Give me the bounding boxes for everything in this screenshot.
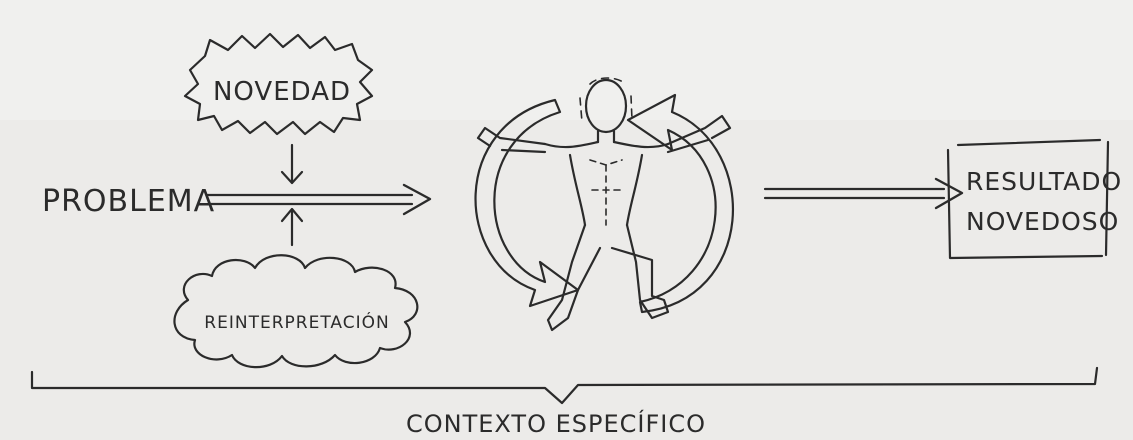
cloud-shape [173, 254, 419, 369]
result-box [946, 138, 1110, 260]
context-bracket: CONTEXTO ESPECÍFICO [30, 366, 1099, 438]
cycle-arrows [474, 93, 734, 314]
figure-head-sketch [579, 77, 633, 123]
context-label: CONTEXTO ESPECÍFICO [406, 409, 706, 438]
context-brace [30, 366, 1099, 405]
figure-neck [596, 129, 616, 144]
result-node: RESULTADO NOVEDOSO [946, 138, 1122, 260]
figure-right-arm [666, 114, 732, 154]
figure-right-leg [610, 223, 670, 320]
figure-torso [568, 153, 644, 227]
paper-highlight [0, 0, 1133, 120]
novelty-label: NOVEDAD [213, 77, 351, 107]
arrow-head [402, 183, 432, 216]
novelty-arrow [280, 143, 304, 185]
reinterpretation-arrow [280, 207, 304, 247]
novelty-arrow-head [280, 170, 304, 185]
figure-head [584, 78, 628, 134]
figure-to-result-arrow [763, 177, 964, 210]
cycle-arc-left [474, 98, 580, 308]
result-label-line2: NOVEDOSO [966, 207, 1119, 236]
figure-left-leg [546, 223, 602, 332]
problem-to-figure-arrow [206, 183, 432, 216]
novelty-node: NOVEDAD [183, 32, 374, 136]
figure-torso-sketch [589, 159, 623, 226]
arrow-head [934, 177, 964, 210]
reinterpretation-label: REINTERPRETACIÓN [204, 311, 389, 333]
result-label-line1: RESULTADO [966, 167, 1122, 196]
starburst-shape [183, 32, 374, 136]
reinterpretation-node: REINTERPRETACIÓN [173, 254, 419, 369]
reinterpretation-arrow-head [280, 207, 304, 223]
problem-label: PROBLEMA [42, 184, 215, 219]
cycle-arc-right [626, 93, 734, 314]
